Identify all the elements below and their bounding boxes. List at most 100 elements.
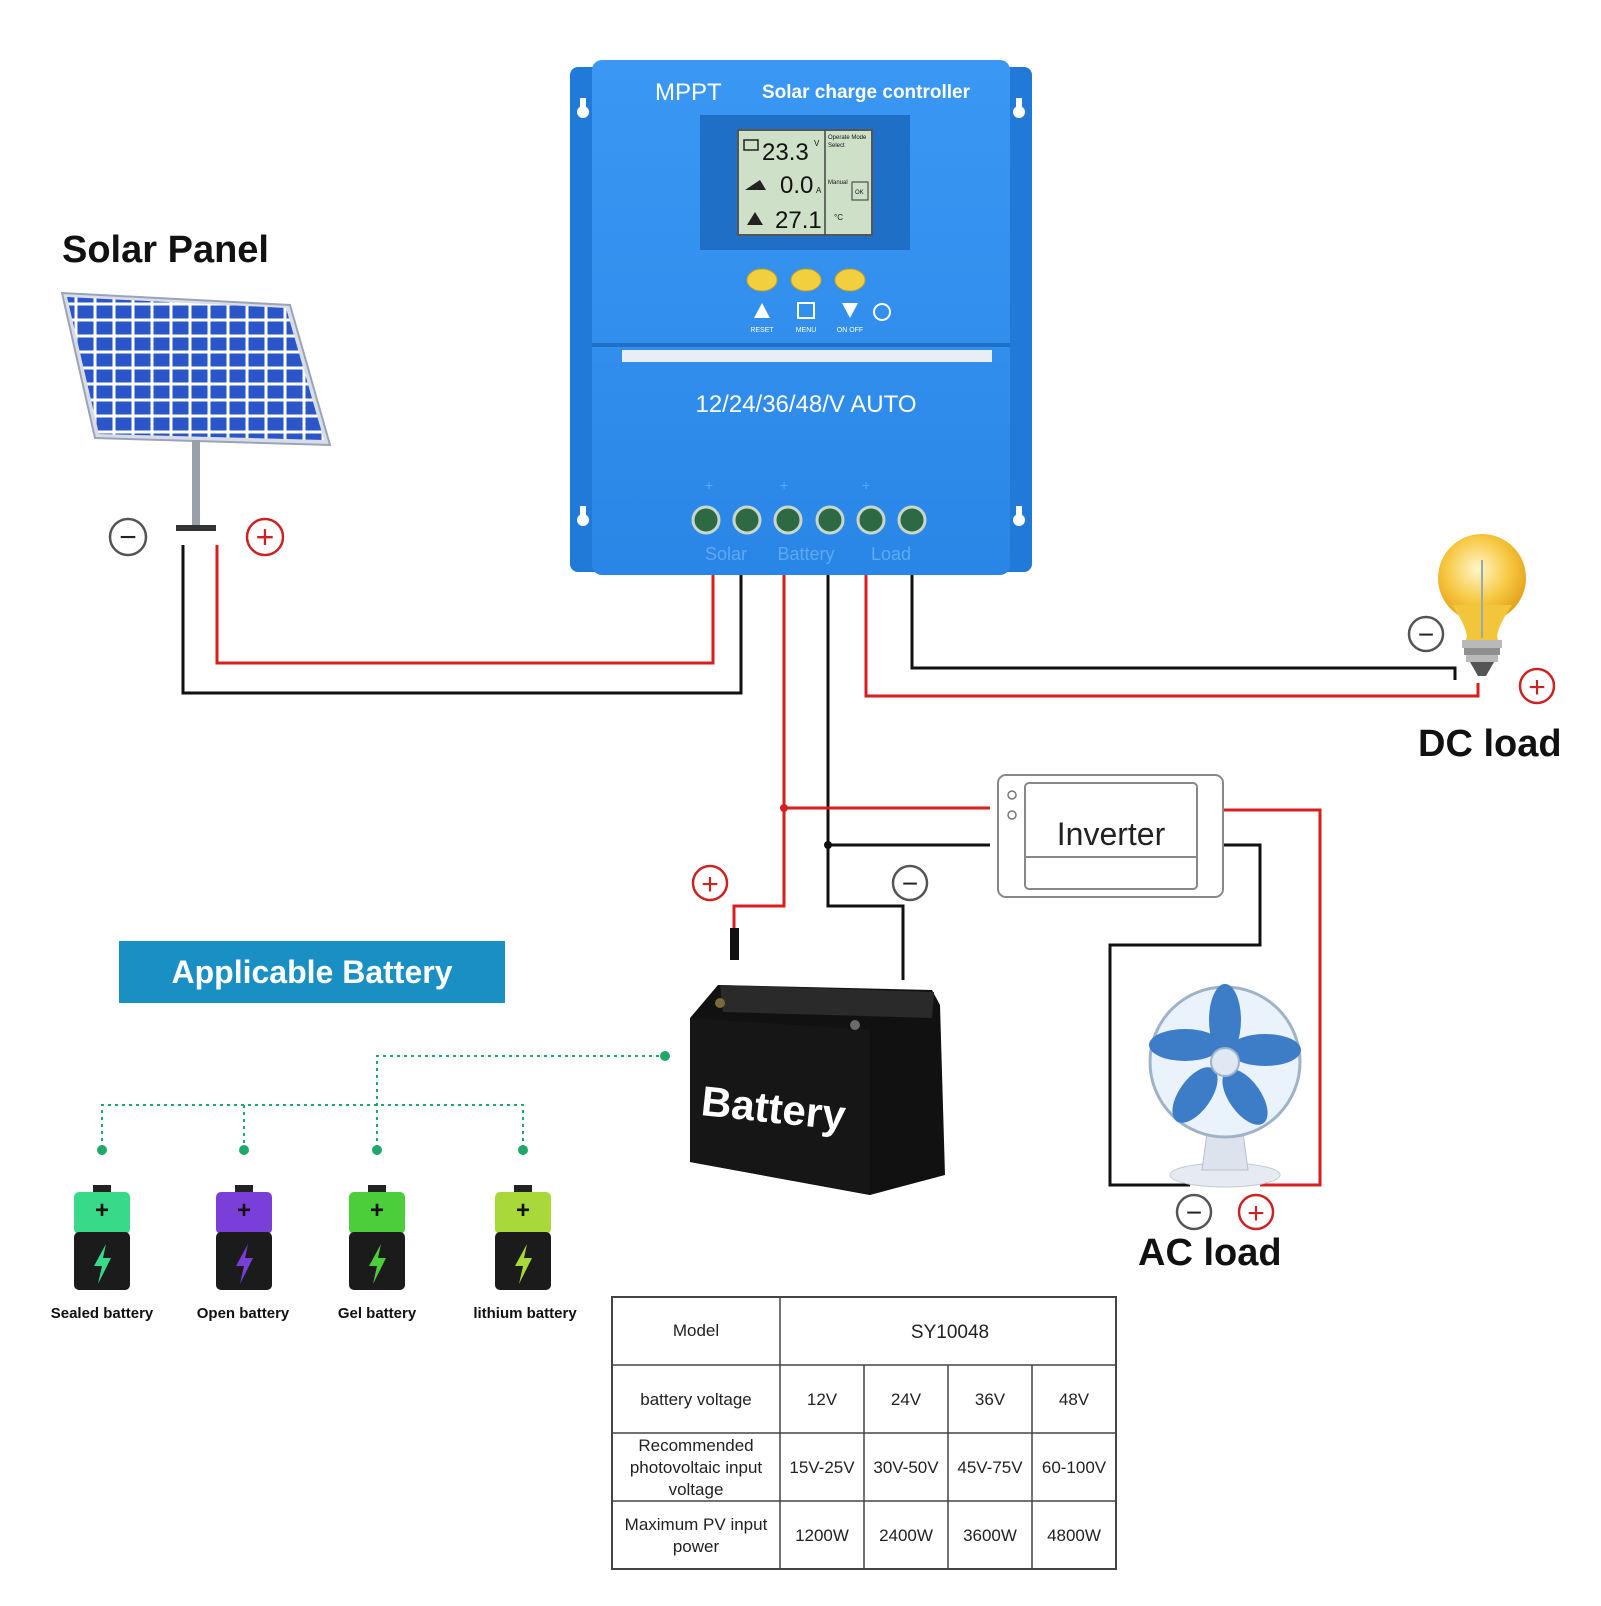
- lightning-icon: [236, 1244, 253, 1284]
- table-cell: 48V: [1059, 1390, 1090, 1409]
- dc-load-positive-terminal: +: [1518, 667, 1556, 705]
- ac-load-label: AC load: [1138, 1232, 1282, 1274]
- lightning-icon: [369, 1244, 386, 1284]
- battery-type-labels: Sealed battery Open battery Gel battery …: [51, 1305, 578, 1322]
- lcd-side-label: Manual: [828, 180, 848, 186]
- table-cell: 60-100V: [1042, 1458, 1107, 1477]
- terminal-label-solar: Solar: [705, 544, 747, 564]
- minus-icon: −: [902, 868, 918, 899]
- battery-positive-wire: [732, 573, 786, 928]
- ac-positive-wire: [1215, 808, 1322, 1187]
- terminal-screw: [773, 505, 803, 535]
- lcd-current-unit: A: [816, 186, 822, 195]
- plus-icon: +: [1528, 671, 1546, 704]
- ac-load-fan: [1148, 984, 1302, 1188]
- solar-negative-terminal: −: [108, 517, 148, 557]
- ac-load-positive-terminal: +: [1237, 1193, 1275, 1231]
- lcd-side-label: Select: [828, 143, 845, 149]
- minus-icon: −: [1186, 1197, 1202, 1228]
- menu-button[interactable]: [790, 268, 822, 292]
- controller-title: Solar charge controller: [762, 82, 971, 103]
- table-row-label: Maximum PV input: [625, 1515, 768, 1534]
- terminals: [691, 505, 927, 535]
- table-cell: 3600W: [963, 1526, 1017, 1545]
- table-row-label: voltage: [669, 1480, 724, 1499]
- battery-type-connectors: [101, 1055, 665, 1155]
- terminal-screw: [856, 505, 886, 535]
- minus-icon: −: [1418, 619, 1434, 650]
- plus-icon: +: [256, 519, 275, 555]
- battery-negative-wire: [826, 573, 905, 980]
- table-row-label: battery voltage: [640, 1390, 752, 1409]
- table-model-label: Model: [673, 1321, 719, 1340]
- svg-text:+: +: [780, 477, 788, 493]
- ac-negative-wire: [1108, 843, 1262, 1187]
- menu-icon: [797, 302, 815, 319]
- solar-icon: [745, 180, 766, 190]
- dc-load-negative-terminal: −: [1407, 615, 1445, 653]
- onoff-button[interactable]: [834, 268, 866, 292]
- dc-load-label: DC load: [1418, 723, 1562, 765]
- plus-icon: +: [1247, 1197, 1265, 1230]
- lcd-temperature: 27.1: [775, 207, 822, 234]
- table-cell: 15V-25V: [789, 1458, 855, 1477]
- table-cell: 1200W: [795, 1526, 849, 1545]
- battery-type-label: lithium battery: [473, 1305, 577, 1322]
- battery-icon: [743, 139, 759, 151]
- terminal-label-battery: Battery: [777, 544, 834, 564]
- battery-type-icon: +: [74, 1185, 130, 1290]
- terminal-screw: [691, 505, 721, 535]
- plus-icon: +: [95, 1197, 109, 1224]
- battery-type-label: Gel battery: [338, 1305, 417, 1322]
- inverter: Inverter: [997, 774, 1224, 898]
- spec-table: Model SY10048 battery voltage 12V 24V 36…: [611, 1296, 1117, 1570]
- table-cell: 4800W: [1047, 1526, 1101, 1545]
- solar-negative-wire: [181, 545, 743, 695]
- load-positive-wire: [864, 573, 1480, 698]
- battery-type-icon: +: [495, 1185, 551, 1290]
- table-cell: 36V: [975, 1390, 1006, 1409]
- plus-icon: +: [516, 1197, 530, 1224]
- battery-type-icons: + + + +: [74, 1185, 551, 1290]
- controller-buttons: RESET MENU ON OFF: [746, 268, 891, 334]
- inverter-label: Inverter: [1057, 816, 1166, 852]
- solar-charge-controller: MPPT Solar charge controller 23.3 V 0.0 …: [570, 60, 1032, 575]
- battery-type-label: Open battery: [197, 1305, 290, 1322]
- table-cell: 2400W: [879, 1526, 933, 1545]
- lamp-icon: [747, 212, 763, 225]
- ac-load-negative-terminal: −: [1175, 1193, 1213, 1231]
- table-row-label: Recommended: [638, 1436, 753, 1455]
- lightning-icon: [515, 1244, 532, 1284]
- load-negative-wire: [910, 573, 1457, 680]
- up-arrow-icon: [754, 303, 770, 318]
- plus-icon: +: [237, 1197, 251, 1224]
- battery-positive-terminal: +: [691, 864, 729, 902]
- table-row-label: photovoltaic input: [630, 1458, 763, 1477]
- svg-text:+: +: [862, 477, 870, 493]
- menu-label: MENU: [796, 327, 817, 334]
- svg-text:+: +: [705, 477, 713, 493]
- voltage-range-label: 12/24/36/48/V AUTO: [695, 391, 916, 418]
- table-cell: 45V-75V: [957, 1458, 1023, 1477]
- solar-panel-label: Solar Panel: [62, 229, 269, 271]
- minus-icon: −: [119, 521, 137, 554]
- lcd-side-label: Operate Mode: [828, 135, 867, 141]
- down-arrow-icon: [842, 303, 858, 318]
- terminal-screw: [815, 505, 845, 535]
- table-cell: 30V-50V: [873, 1458, 939, 1477]
- battery-type-label: Sealed battery: [51, 1305, 154, 1322]
- main-battery: Battery: [690, 985, 945, 1195]
- onoff-label: ON OFF: [837, 327, 863, 334]
- table-cell: 24V: [891, 1390, 922, 1409]
- battery-type-icon: +: [349, 1185, 405, 1290]
- terminal-screw: [732, 505, 762, 535]
- lcd-temperature-unit: °C: [834, 213, 843, 222]
- solar-positive-terminal: +: [245, 517, 285, 557]
- lcd-voltage-unit: V: [814, 139, 820, 148]
- reset-button[interactable]: [746, 268, 778, 292]
- lcd-display: 23.3 V 0.0 A 27.1 °C Operate Mode Select…: [737, 129, 873, 236]
- terminal-label-load: Load: [871, 544, 911, 564]
- solar-positive-wire: [215, 545, 715, 665]
- table-cell: 12V: [807, 1390, 838, 1409]
- lcd-voltage: 23.3: [762, 139, 809, 166]
